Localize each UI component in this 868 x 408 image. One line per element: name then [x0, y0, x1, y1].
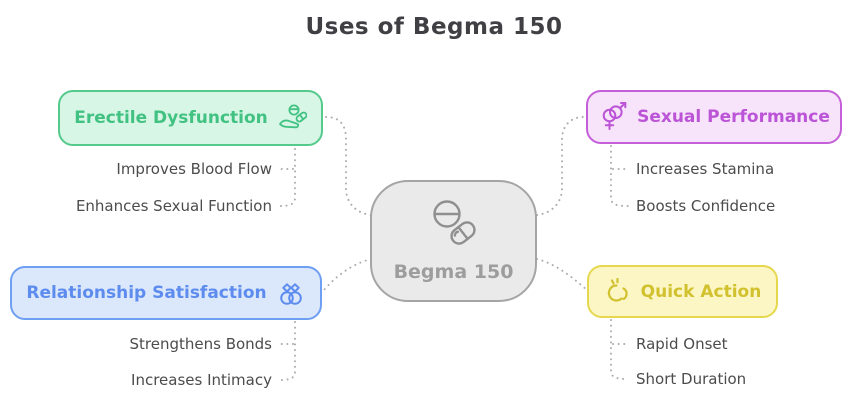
- speed-icon: [604, 277, 632, 306]
- leaf-increases-intimacy: Increases Intimacy: [131, 371, 272, 389]
- diagram-title: Uses of Begma 150: [305, 14, 563, 40]
- wedding-rings-icon: [276, 278, 306, 308]
- leaf-enhances-sexual-function: Enhances Sexual Function: [75, 197, 272, 215]
- edge-quick-leaves: [610, 319, 629, 380]
- leaf-boosts-confidence: Boosts Confidence: [636, 197, 776, 215]
- edge-erectile-leaves: [277, 148, 296, 207]
- edge-center-to-performance: [536, 116, 585, 216]
- branch-relationship-satisfaction: Relationship Satisfaction: [10, 266, 322, 320]
- edge-center-to-quick: [536, 258, 588, 291]
- leaf-short-duration: Short Duration: [636, 370, 747, 388]
- leaf-strengthens-bonds: Strengthens Bonds: [129, 335, 272, 353]
- center-node-begma-150: Begma 150: [370, 180, 537, 302]
- branch-label: Relationship Satisfaction: [26, 283, 267, 303]
- edge-center-to-erectile: [325, 116, 372, 216]
- branch-label: Erectile Dysfunction: [74, 108, 268, 128]
- branch-label: Sexual Performance: [637, 107, 830, 127]
- edge-performance-leaves: [610, 145, 629, 207]
- edge-relationship-leaves: [277, 321, 296, 381]
- edge-center-to-relationship: [323, 258, 372, 291]
- gender-symbols-icon: [598, 102, 628, 132]
- leaf-rapid-onset: Rapid Onset: [636, 335, 728, 353]
- hand-pills-icon: [277, 103, 307, 133]
- branch-label: Quick Action: [640, 281, 762, 302]
- branch-sexual-performance: Sexual Performance: [586, 90, 842, 144]
- leaf-increases-stamina: Increases Stamina: [636, 160, 775, 178]
- branch-quick-action: Quick Action: [587, 265, 778, 318]
- pills-icon: [426, 199, 482, 256]
- leaf-improves-blood-flow: Improves Blood Flow: [116, 160, 272, 178]
- branch-erectile-dysfunction: Erectile Dysfunction: [58, 90, 323, 146]
- center-node-label: Begma 150: [393, 261, 514, 283]
